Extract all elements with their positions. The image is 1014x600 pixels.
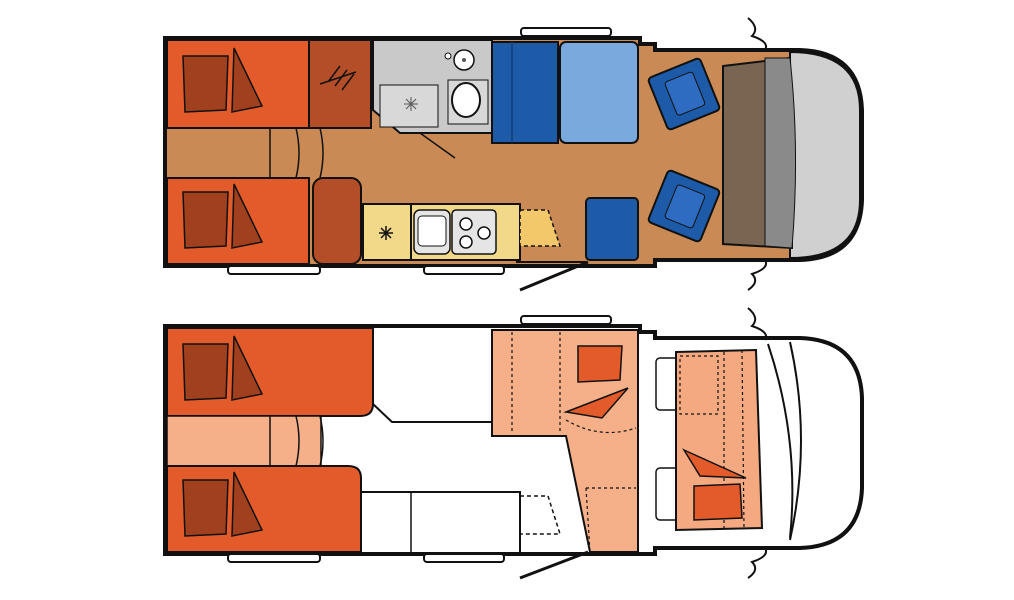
door-swing <box>419 132 456 159</box>
drain-icon <box>404 97 418 111</box>
blanket <box>682 448 747 479</box>
windshield-outline <box>789 341 802 541</box>
toilet <box>451 82 481 118</box>
step-arc <box>319 415 324 467</box>
step-arc <box>295 127 300 179</box>
kitchen-outline <box>361 491 521 552</box>
entry-door <box>519 550 589 580</box>
swivel-seat-driver <box>647 57 721 131</box>
step-arc <box>319 127 324 179</box>
blanket <box>231 335 264 401</box>
counter-extension <box>519 209 562 247</box>
cab-nose <box>789 50 861 260</box>
dinette-bed <box>491 329 639 553</box>
windshield <box>764 57 797 249</box>
mirror-left <box>747 17 768 51</box>
counter-extension <box>520 495 562 535</box>
bathroom-outline <box>372 403 492 423</box>
blanket <box>231 183 264 249</box>
window-top-cab <box>520 27 612 37</box>
bed-rear-left-hatch <box>308 39 372 129</box>
entry-door <box>519 260 589 292</box>
basin-drain <box>462 58 466 62</box>
mirror-right <box>747 547 768 579</box>
mirror-left <box>747 307 768 341</box>
step-arc <box>295 415 300 467</box>
window-bottom-rear <box>227 265 321 275</box>
window-top-cab <box>520 315 612 325</box>
pillow <box>577 345 623 383</box>
hatch <box>319 65 357 91</box>
pillow <box>182 343 229 401</box>
bench-seat <box>491 41 559 144</box>
mirror-right <box>747 259 768 291</box>
night-layout <box>163 307 864 580</box>
snowflake-icon <box>379 226 393 240</box>
side-seat <box>585 197 639 261</box>
pillow <box>182 55 229 113</box>
dinette-bed-dashes <box>511 332 637 553</box>
blanket <box>231 47 264 113</box>
window-bottom-rear <box>227 553 321 563</box>
burner <box>477 226 491 240</box>
blanket <box>231 471 264 537</box>
dashboard-outline <box>767 343 794 539</box>
swivel-seat-passenger <box>647 169 721 243</box>
dinette-table <box>559 41 639 144</box>
bed-rear-right-hatch <box>312 177 362 265</box>
blanket <box>563 387 629 419</box>
bed-center-extension <box>166 415 322 467</box>
day-layout <box>163 17 864 292</box>
window-bottom-kitchen <box>423 553 505 563</box>
tap <box>444 52 452 60</box>
window-bottom-kitchen <box>423 265 505 275</box>
pillow <box>693 483 743 521</box>
burner <box>459 217 473 231</box>
pillow <box>182 479 229 537</box>
burner <box>459 235 473 249</box>
pillow <box>182 191 229 249</box>
sink-inner <box>417 215 447 247</box>
